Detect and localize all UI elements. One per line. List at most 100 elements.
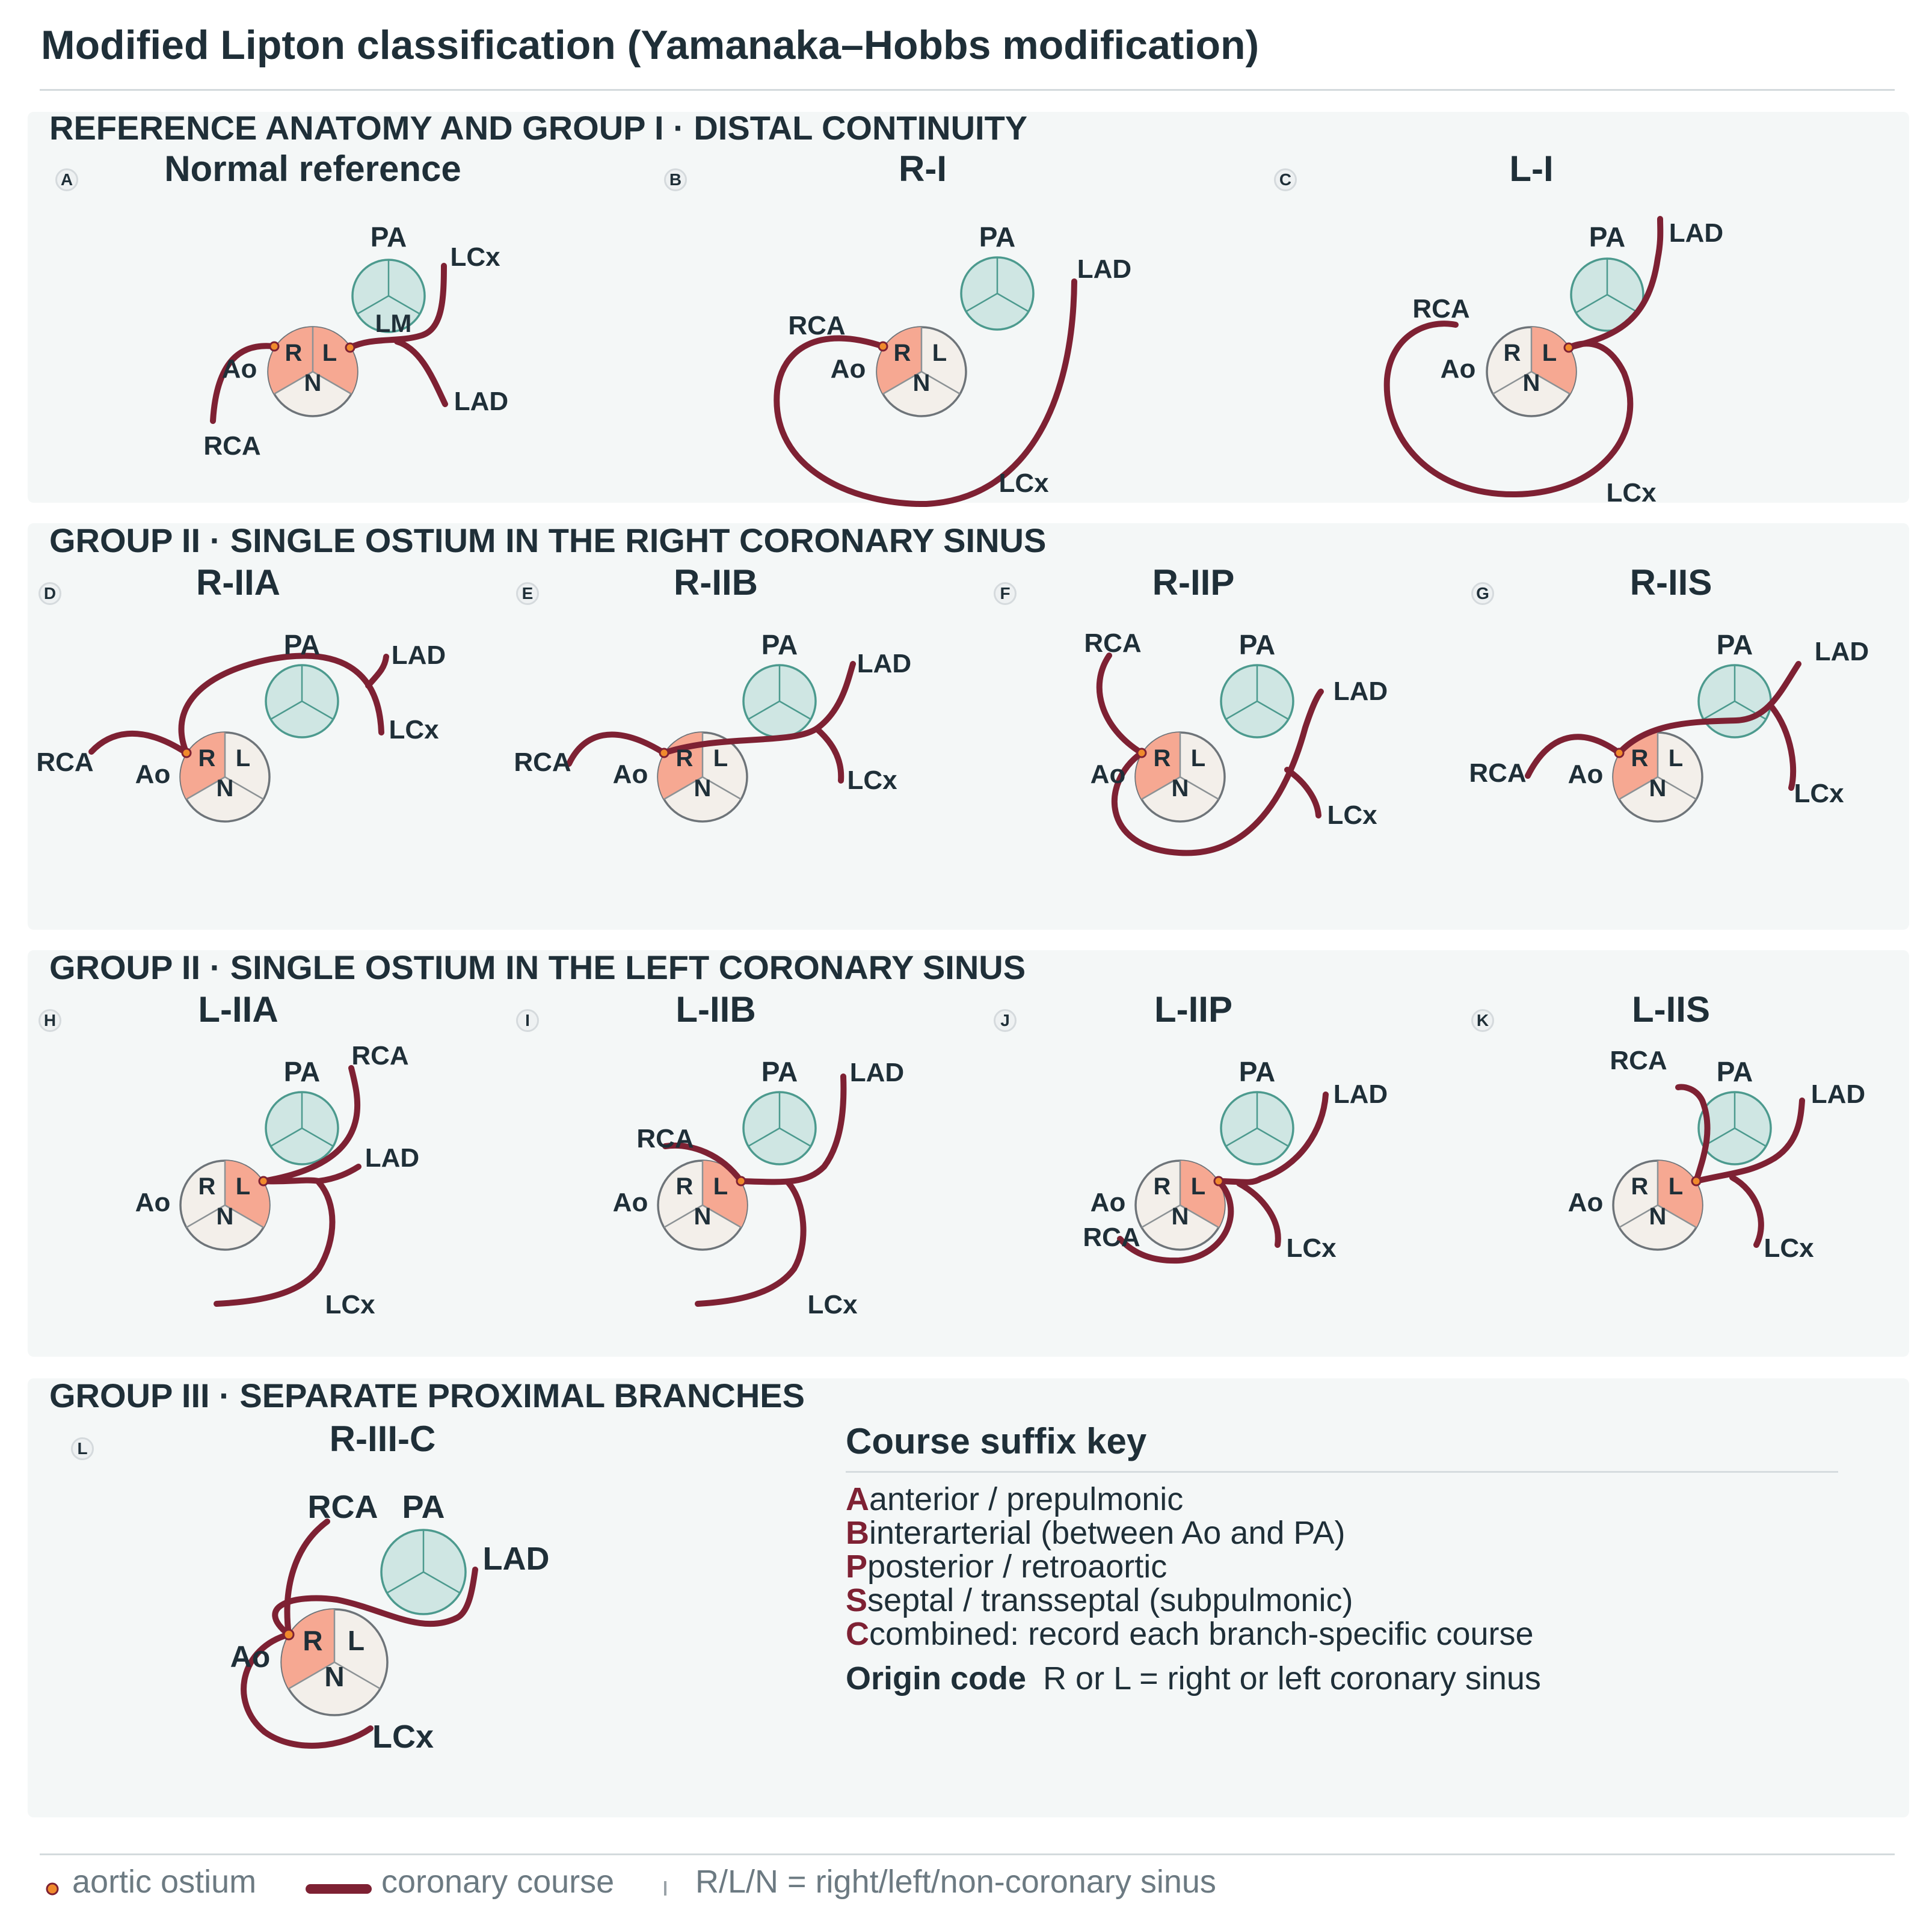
key-item-p: Pposterior / retroaortic bbox=[846, 1548, 1167, 1585]
label-lcx: LCx bbox=[325, 1290, 375, 1319]
label-lad: LAD bbox=[483, 1541, 550, 1577]
key-item-s: Sseptal / transseptal (subpulmonic) bbox=[846, 1582, 1353, 1619]
label-sinus-n: N bbox=[324, 1661, 344, 1692]
panel-title-r-iii-c: R-III-C bbox=[329, 1419, 436, 1459]
label-sinus-n: N bbox=[694, 1203, 712, 1230]
pulmonary-artery bbox=[380, 1529, 467, 1615]
legend-ostium: aortic ostium bbox=[72, 1864, 257, 1900]
course-circumflex-to-rca bbox=[1383, 321, 1634, 498]
course-rca bbox=[284, 1518, 330, 1638]
label-sinus-r: R bbox=[1631, 1173, 1649, 1200]
panel-letter-a: A bbox=[55, 168, 78, 191]
label-ao: Ao bbox=[613, 760, 648, 789]
label-pa: PA bbox=[1239, 1056, 1276, 1087]
pulmonary-artery bbox=[742, 1091, 817, 1165]
label-sinus-r: R bbox=[198, 745, 216, 772]
course-lcx bbox=[214, 1179, 336, 1307]
label-lad: LAD bbox=[1669, 218, 1723, 248]
label-lad: LAD bbox=[454, 387, 508, 416]
pulmonary-artery bbox=[265, 664, 339, 738]
course-lad bbox=[1693, 1098, 1805, 1184]
panel-letter-b: B bbox=[664, 168, 687, 191]
label-sinus-n: N bbox=[1649, 775, 1667, 802]
panel-letter-j: J bbox=[994, 1009, 1017, 1032]
label-sinus-n: N bbox=[1649, 1203, 1667, 1230]
label-pa: PA bbox=[371, 221, 407, 253]
label-rca: RCA bbox=[1084, 628, 1141, 658]
panel-title-r-iis: R-IIS bbox=[1629, 562, 1712, 603]
label-lcx: LCx bbox=[847, 766, 897, 795]
label-lad: LAD bbox=[1815, 637, 1869, 666]
label-lad: LAD bbox=[1334, 677, 1388, 706]
label-sinus-r: R bbox=[676, 1173, 694, 1200]
course-retroaortic-left bbox=[1112, 689, 1324, 856]
origin-code-label: Origin code bbox=[846, 1660, 1027, 1696]
key-text: interarterial (between Ao and PA) bbox=[869, 1515, 1346, 1551]
label-ao: Ao bbox=[135, 1188, 171, 1217]
ostium-left bbox=[736, 1176, 746, 1187]
course-rca bbox=[210, 343, 277, 424]
legend-separator bbox=[664, 1881, 666, 1896]
pulmonary-artery bbox=[1220, 664, 1294, 738]
aortic-root bbox=[1134, 731, 1226, 823]
pulmonary-artery bbox=[265, 1091, 339, 1165]
key-text: posterior / retroaortic bbox=[867, 1549, 1168, 1585]
label-sinus-n: N bbox=[694, 775, 712, 802]
label-lcx: LCx bbox=[389, 715, 439, 745]
label-sinus-r: R bbox=[285, 340, 303, 366]
aortic-root bbox=[1612, 1159, 1703, 1251]
key-item-c: Ccombined: record each branch-specific c… bbox=[846, 1615, 1534, 1653]
pulmonary-artery bbox=[742, 664, 817, 738]
key-item-b: Binterarterial (between Ao and PA) bbox=[846, 1514, 1345, 1552]
ostium-right bbox=[181, 748, 192, 758]
course-lad bbox=[738, 1073, 847, 1185]
page-title: Modified Lipton classification (Yamanaka… bbox=[41, 22, 1260, 68]
course-lad bbox=[365, 654, 389, 689]
course-rca-septal bbox=[1675, 1084, 1711, 1184]
label-sinus-r: R bbox=[894, 340, 911, 366]
panel-title-l-iia: L-IIA bbox=[198, 989, 278, 1030]
course-septal-lad bbox=[1616, 661, 1801, 756]
label-rca: RCA bbox=[1412, 294, 1469, 324]
pulmonary-artery bbox=[1697, 1091, 1772, 1165]
label-sinus-l: L bbox=[236, 1173, 250, 1200]
label-rca: RCA bbox=[1610, 1046, 1667, 1075]
section-title-left-sinus: GROUP II · SINGLE OSTIUM IN THE LEFT COR… bbox=[49, 948, 1026, 986]
pulmonary-artery bbox=[960, 256, 1035, 331]
label-pa: PA bbox=[1589, 221, 1626, 253]
label-rca: RCA bbox=[36, 748, 93, 777]
aortic-root bbox=[876, 326, 967, 417]
label-sinus-l: L bbox=[1191, 745, 1205, 772]
label-rca: RCA bbox=[514, 748, 571, 777]
label-lcx: LCx bbox=[1764, 1233, 1814, 1263]
label-sinus-n: N bbox=[217, 775, 234, 802]
panel-title-r-iib: R-IIB bbox=[674, 562, 758, 603]
ostium-left bbox=[1213, 1176, 1224, 1187]
label-pa: PA bbox=[1239, 629, 1276, 660]
key-divider bbox=[846, 1471, 1838, 1473]
panel-letter-k: K bbox=[1471, 1009, 1494, 1032]
panel-letter-i: I bbox=[516, 1009, 539, 1032]
label-sinus-l: L bbox=[1669, 745, 1683, 772]
label-sinus-l: L bbox=[1542, 340, 1557, 366]
course-rca-anterior bbox=[260, 1065, 361, 1184]
label-sinus-r: R bbox=[1154, 1173, 1171, 1200]
aortic-root bbox=[1486, 326, 1577, 417]
label-pa: PA bbox=[402, 1489, 445, 1525]
key-letter: P bbox=[846, 1549, 868, 1585]
label-sinus-l: L bbox=[713, 745, 728, 772]
section-title-right-sinus: GROUP II · SINGLE OSTIUM IN THE RIGHT CO… bbox=[49, 521, 1047, 559]
label-ao: Ao bbox=[135, 760, 171, 789]
label-lad: LAD bbox=[850, 1058, 904, 1087]
section-panel-left-sinus bbox=[28, 950, 1909, 1357]
panel-title-r-i: R-I bbox=[899, 149, 947, 189]
label-ao: Ao bbox=[230, 1640, 271, 1674]
course-lcx bbox=[814, 726, 844, 784]
label-lad: LAD bbox=[365, 1143, 419, 1173]
label-lad: LAD bbox=[392, 640, 446, 670]
label-pa: PA bbox=[1717, 629, 1753, 660]
